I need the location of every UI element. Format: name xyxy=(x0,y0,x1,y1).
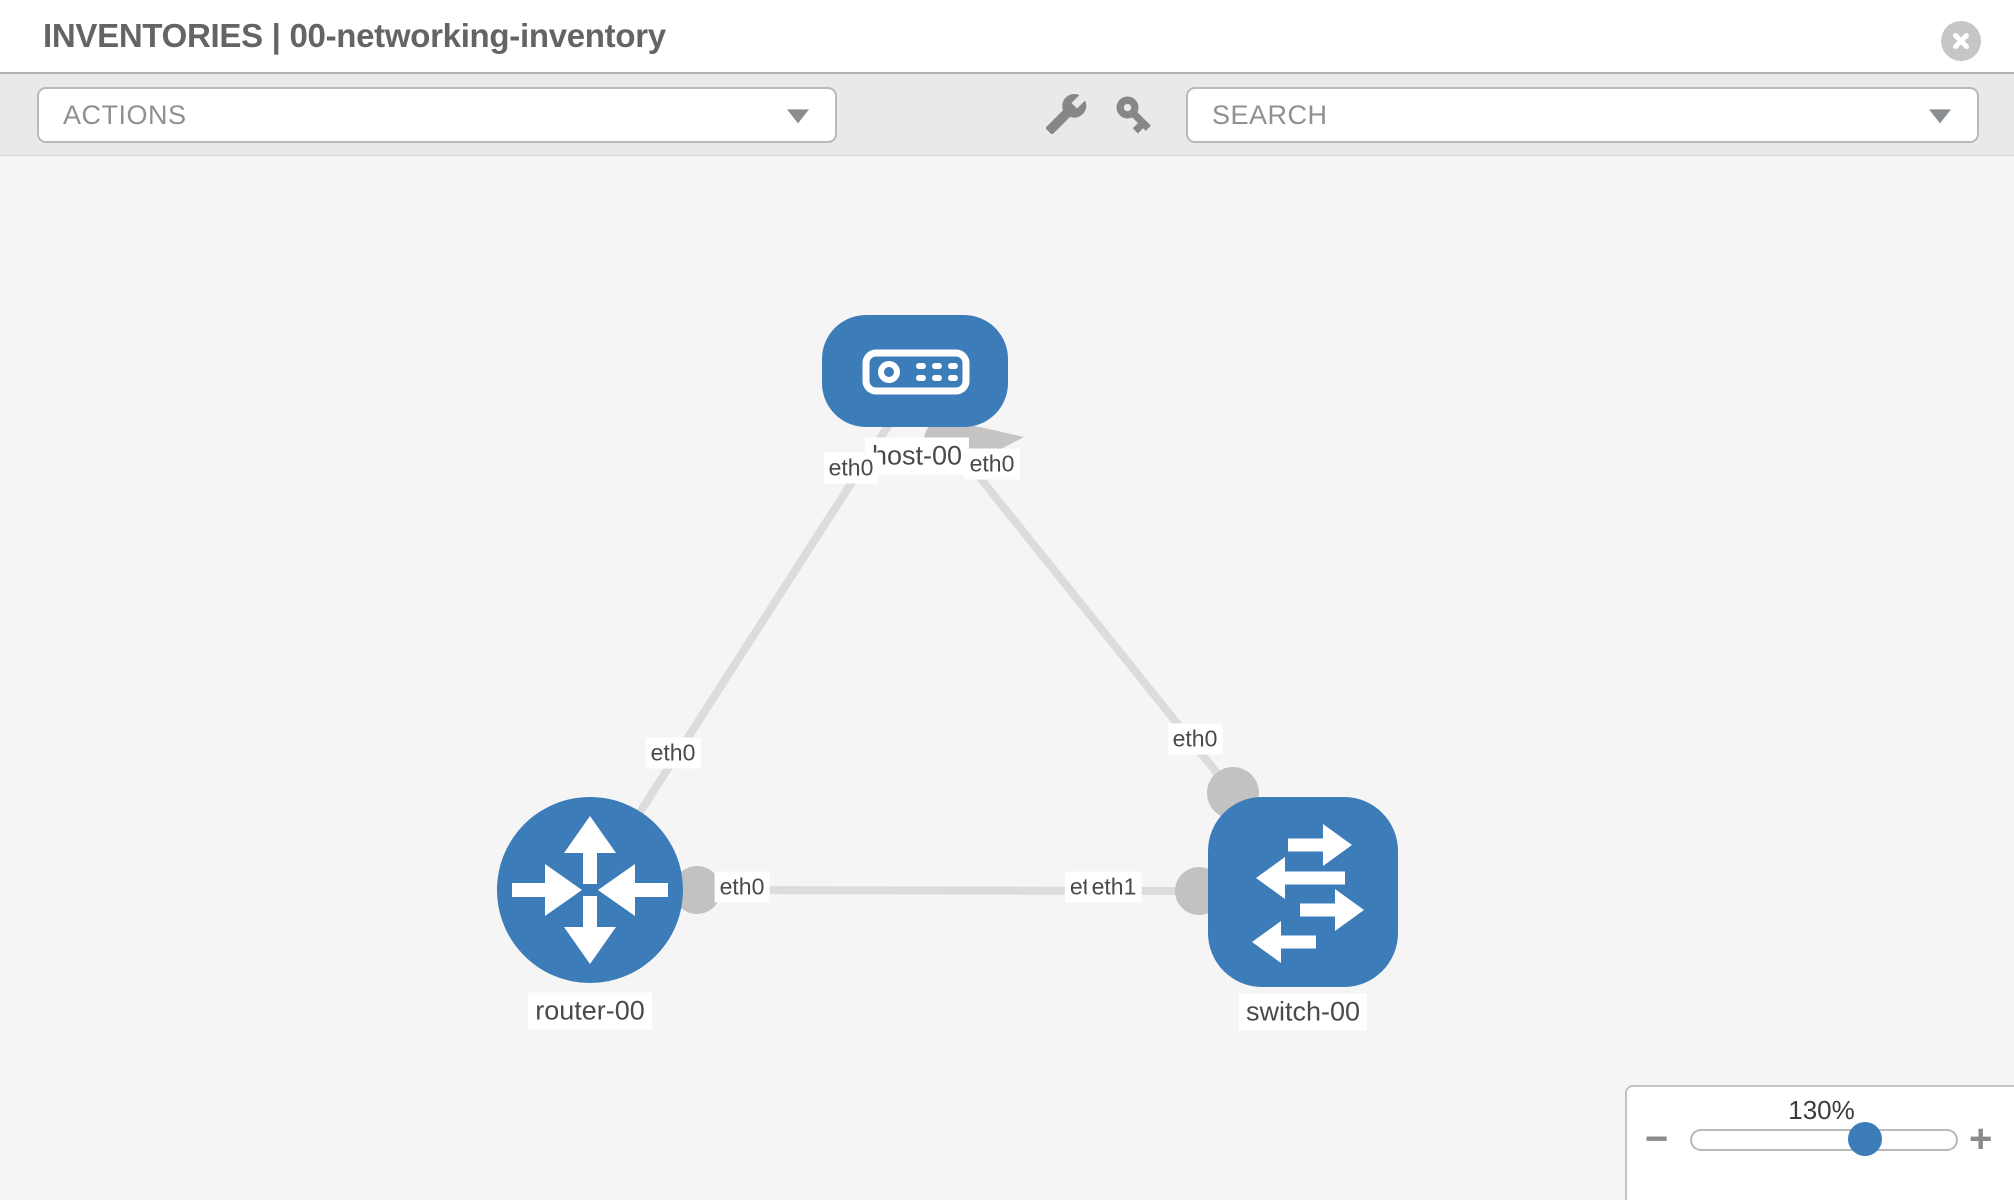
node-label-host-00: host-00 xyxy=(864,437,970,475)
key-icon[interactable] xyxy=(1112,92,1156,136)
interface-label-host-eth0-to-switch: eth0 xyxy=(964,448,1020,480)
wrench-icon[interactable] xyxy=(1044,92,1088,136)
chevron-down-icon xyxy=(1929,109,1951,124)
host-icon xyxy=(862,349,970,395)
page-title: INVENTORIES | 00-networking-inventory xyxy=(43,17,666,54)
interface-label-router-eth0-to-host: eth0 xyxy=(645,737,701,769)
zoom-slider-handle[interactable] xyxy=(1848,1122,1882,1156)
interface-label-router-eth0-to-switch: eth0 xyxy=(714,871,770,903)
node-switch-00[interactable] xyxy=(1208,797,1398,987)
topology-canvas[interactable]: host-00 router-00 switch-00 eth0 eth0 et… xyxy=(0,156,2014,1200)
zoom-slider-track[interactable] xyxy=(1690,1122,1958,1156)
link-host-router[interactable] xyxy=(586,412,899,893)
topology-graph xyxy=(497,315,1398,987)
toolbar: ACTIONS SEARCH xyxy=(0,72,2014,156)
zoom-in-button[interactable]: + xyxy=(1969,1117,1993,1161)
zoom-level-value: 130% xyxy=(1788,1095,1855,1125)
router-interface-connector[interactable] xyxy=(673,866,721,914)
node-label-router-00: router-00 xyxy=(528,992,652,1030)
node-host-00[interactable] xyxy=(822,315,1008,427)
router-icon xyxy=(512,816,668,964)
close-button[interactable] xyxy=(1941,21,1981,61)
close-icon xyxy=(1952,32,1970,50)
search-dropdown[interactable]: SEARCH xyxy=(1186,87,1979,143)
actions-dropdown-label: ACTIONS xyxy=(63,99,187,130)
node-label-switch-00: switch-00 xyxy=(1238,993,1368,1031)
interface-label-host-eth0-to-router: eth0 xyxy=(823,452,879,484)
interface-label-switch-eth1-to-router: eth1 xyxy=(1086,871,1142,903)
zoom-control-panel: 130% − + xyxy=(1625,1085,2014,1200)
actions-dropdown[interactable]: ACTIONS xyxy=(37,87,837,143)
zoom-out-button[interactable]: − xyxy=(1645,1117,1669,1161)
search-dropdown-label: SEARCH xyxy=(1212,99,1328,130)
interface-label-switch-eth0-to-host: eth0 xyxy=(1167,723,1223,755)
switch-icon xyxy=(1252,824,1364,963)
node-router-00[interactable] xyxy=(497,797,683,983)
chevron-down-icon xyxy=(787,109,809,124)
header-bar: INVENTORIES | 00-networking-inventory xyxy=(0,0,2014,72)
